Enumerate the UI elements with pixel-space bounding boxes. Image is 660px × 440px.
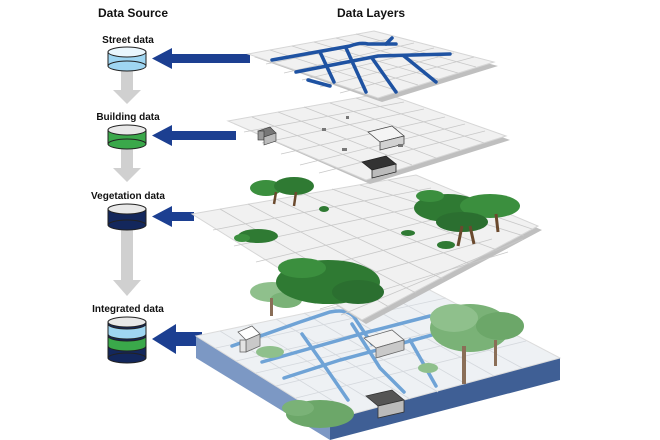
building-layer xyxy=(226,92,510,184)
vegetation-data-cylinder-icon xyxy=(107,203,147,231)
vegetation-data-label: Vegetation data xyxy=(91,191,165,202)
integrated-layer xyxy=(194,282,562,440)
vegetation-trees xyxy=(234,177,520,304)
data-layers-header: Data Layers xyxy=(337,6,406,20)
street-data-label: Street data xyxy=(102,35,154,46)
street-data-cylinder-icon xyxy=(107,46,147,72)
streets xyxy=(270,36,452,94)
flow-arrows xyxy=(113,70,141,296)
integrated-buildings xyxy=(237,325,405,419)
integrated-data-cylinder-icon xyxy=(107,316,147,364)
data-source-header: Data Source xyxy=(98,6,169,20)
flow-arrow-3 xyxy=(113,228,141,296)
vegetation-arrow xyxy=(152,206,194,227)
flow-arrow-1 xyxy=(113,70,141,104)
buildings xyxy=(257,116,405,179)
street-arrow xyxy=(152,48,250,69)
building-data-label: Building data xyxy=(96,112,160,123)
street-layer xyxy=(246,30,498,102)
building-arrow xyxy=(152,125,236,146)
vegetation-layer xyxy=(190,174,542,324)
layer-arrows xyxy=(152,48,250,354)
building-data-cylinder-icon xyxy=(107,124,147,150)
integrated-streets xyxy=(230,309,452,402)
integrated-arrow xyxy=(152,324,202,354)
integrated-data-label: Integrated data xyxy=(92,304,164,315)
flow-arrow-2 xyxy=(113,148,141,182)
